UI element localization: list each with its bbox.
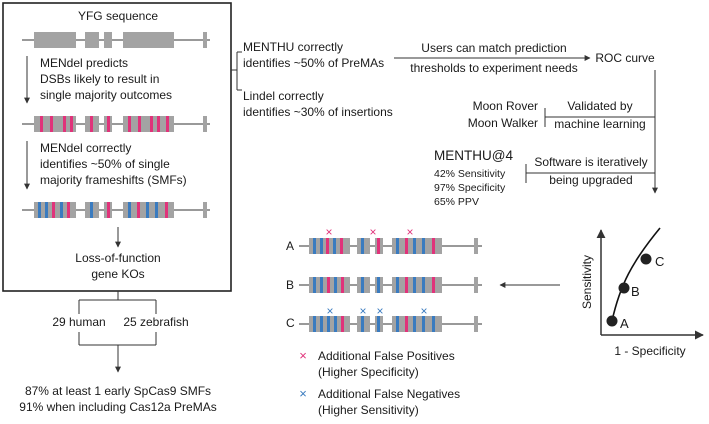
legend-fn-line2: (Higher Sensitivity) [318, 403, 419, 417]
lof-line1: Loss-of-function [75, 251, 160, 265]
lindel-claim-line1: Lindel correctly [243, 89, 324, 103]
row-c-fn-mark-4: × [420, 304, 427, 318]
legend-fn-mark: × [299, 386, 307, 401]
legend-fp-line2: (Higher Specificity) [318, 365, 419, 379]
legend-fp-line1: Additional False Positives [318, 349, 455, 363]
gene-sequence-plain [22, 32, 210, 48]
row-c-fn-mark-2: × [359, 304, 366, 318]
legend-fp-mark: × [299, 348, 307, 363]
roc-curve-label: ROC curve [595, 51, 655, 65]
validated-line1: Validated by [567, 99, 632, 113]
roc-point-a-label: A [620, 316, 629, 331]
menthu4-stat-sensitivity: 42% Sensitivity [434, 168, 506, 180]
species-zebrafish: 25 zebrafish [123, 315, 188, 329]
row-label-a: A [286, 239, 294, 253]
roc-xlabel: 1 - Specificity [614, 344, 685, 358]
row-a-sequence [299, 238, 482, 254]
row-a-fp-mark-1: × [325, 225, 332, 239]
mendel-predicts-line1: MENdel predicts [40, 56, 128, 70]
menthu4-stat-specificity: 97% Specificity [434, 182, 506, 194]
menthu4-stat-ppv: 65% PPV [434, 196, 479, 208]
yfg-sequence-label: YFG sequence [78, 9, 158, 23]
row-b-sequence [299, 277, 482, 293]
roc-point-c-label: C [655, 254, 664, 269]
roc-point-b [618, 282, 630, 294]
roc-plot [596, 227, 704, 340]
row-label-b: B [286, 278, 294, 292]
row-a-fp-mark-2: × [369, 225, 376, 239]
moon-rover: Moon Rover [473, 99, 538, 113]
gene-sequence-pink [22, 116, 210, 132]
menthu-claim-line1: MENTHU correctly [243, 40, 343, 54]
species-merge [78, 332, 157, 373]
users-match-line1: Users can match prediction [421, 41, 566, 55]
summary-line1: 87% at least 1 early SpCas9 SMFs [25, 384, 211, 398]
lof-line2: gene KOs [91, 267, 144, 281]
row-c-fn-mark-3: × [376, 304, 383, 318]
row-a-fp-mark-3: × [406, 225, 413, 239]
software-line1: Software is iteratively [534, 155, 647, 169]
menthu4-title: MENTHU@4 [434, 148, 513, 163]
summary-line2: 91% when including Cas12a PreMAs [19, 400, 216, 414]
menthu-claim-line2: identifies ~50% of PreMAs [243, 56, 384, 70]
roc-point-a [606, 315, 618, 327]
validated-line2: machine learning [554, 117, 645, 131]
species-branch [78, 291, 157, 314]
gene-sequence-pink-blue [22, 202, 210, 218]
mendel-identifies-line3: majority frameshifts (SMFs) [40, 173, 187, 187]
row-label-c: C [286, 316, 295, 330]
roc-point-c [640, 253, 652, 265]
lindel-claim-line2: identifies ~30% of insertions [243, 105, 393, 119]
roc-point-b-label: B [631, 284, 640, 299]
mendel-identifies-line1: MENdel correctly [40, 141, 131, 155]
species-human: 29 human [52, 315, 105, 329]
claims-bracket [231, 51, 242, 91]
software-line2: being upgraded [549, 173, 632, 187]
roc-ylabel: Sensitivity [580, 255, 594, 309]
row-c-sequence [299, 316, 482, 332]
moon-walker: Moon Walker [468, 116, 538, 130]
left-panel-box [2, 2, 232, 292]
row-c-fn-mark-1: × [326, 304, 333, 318]
mendel-predicts-line2: DSBs likely to result in [40, 72, 159, 86]
mendel-identifies-line2: identifies ~50% of single [40, 157, 170, 171]
legend-fn-line1: Additional False Negatives [318, 387, 460, 401]
users-match-line2: thresholds to experiment needs [410, 61, 577, 75]
mendel-predicts-line3: single majority outcomes [40, 88, 172, 102]
